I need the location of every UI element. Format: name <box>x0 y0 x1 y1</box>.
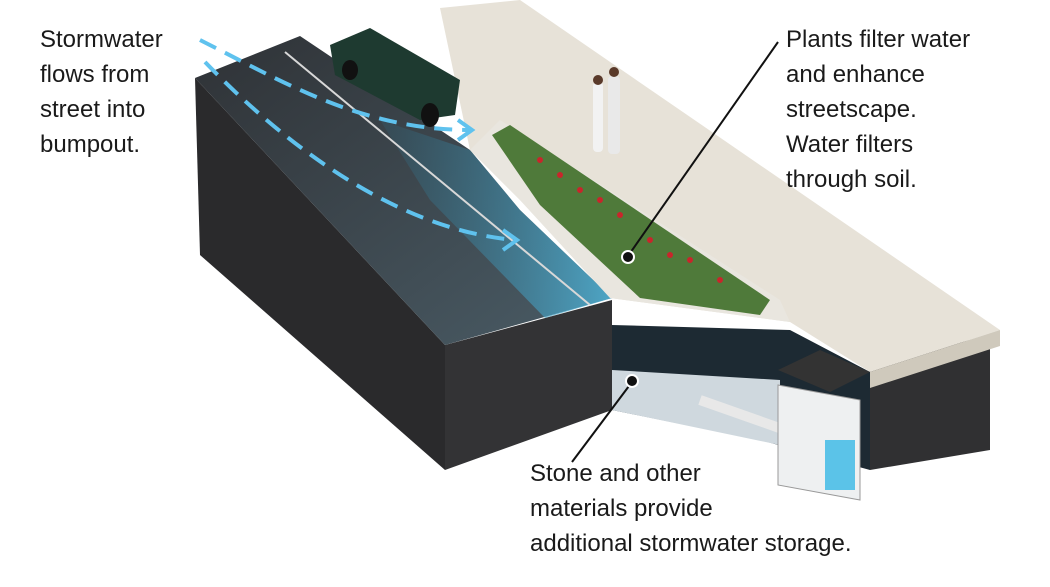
lane-line <box>284 51 591 306</box>
soil-front-face <box>445 300 612 470</box>
basin-water <box>825 440 855 490</box>
grate <box>778 350 870 392</box>
sidewalk-edge <box>870 330 1000 388</box>
label-line: materials provide <box>530 495 713 522</box>
pedestrians <box>593 67 620 154</box>
flow-arrow-2 <box>203 60 516 242</box>
label-line: streetscape. <box>786 96 917 123</box>
stone-storage-label: Stone and other materials provide additi… <box>530 456 852 561</box>
leader-line-plants <box>627 41 779 257</box>
label-line: Plants filter water <box>786 26 971 53</box>
soil-left-face <box>195 78 445 470</box>
stormwater-label: Stormwater flows from street into bumpou… <box>40 22 163 162</box>
flow-arrows <box>199 38 516 242</box>
label-line: street into <box>40 96 146 123</box>
arrowhead-1 <box>456 118 476 142</box>
label-line: Stormwater <box>40 26 163 53</box>
leader-line-stone <box>571 381 633 463</box>
stone-storage <box>612 370 780 445</box>
sidewalk <box>440 0 1000 372</box>
label-line: Water filters <box>786 131 914 158</box>
plants-label: Plants filter water and enhance streetsc… <box>786 22 970 197</box>
label-line: and enhance <box>786 61 925 88</box>
label-line: flows from <box>40 61 150 88</box>
car <box>330 28 460 127</box>
label-line: additional stormwater storage. <box>530 530 852 557</box>
label-line: bumpout. <box>40 131 141 158</box>
leader-dot-stone <box>625 374 639 388</box>
arrowhead-2 <box>501 228 521 252</box>
flowers <box>537 157 723 283</box>
label-line: through soil. <box>786 166 917 193</box>
leader-dot-plants <box>621 250 635 264</box>
label-line: Stone and other <box>530 460 701 487</box>
gutter-water <box>380 120 612 318</box>
drain-pipe <box>698 395 787 435</box>
flow-arrow-1 <box>199 38 471 132</box>
